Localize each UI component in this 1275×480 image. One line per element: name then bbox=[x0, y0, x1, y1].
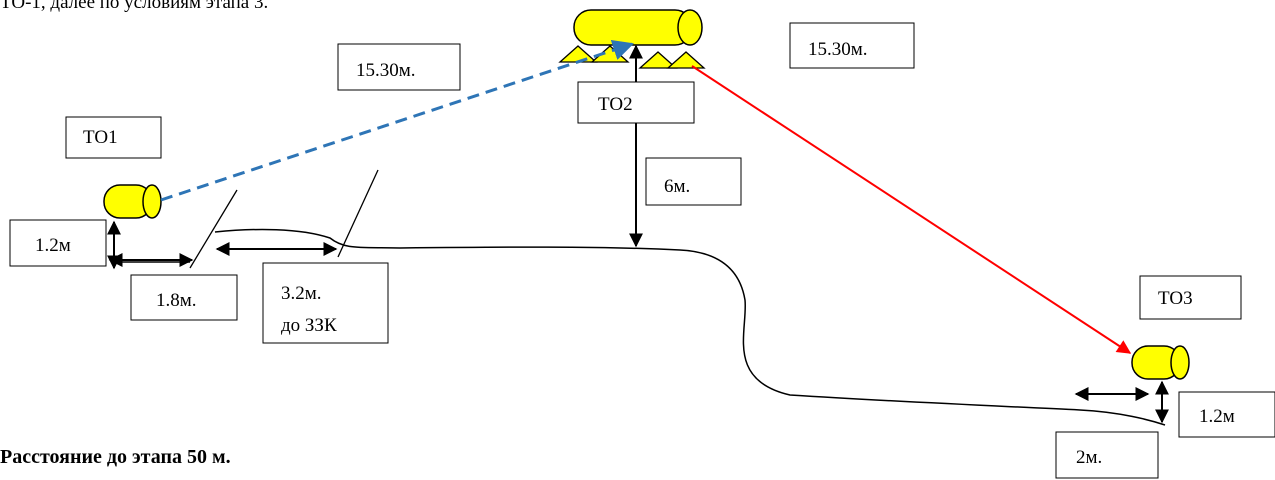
to2-label: ТО2 bbox=[598, 94, 633, 115]
h-to3-label: 1.2м bbox=[1199, 406, 1235, 427]
dashed-line-to1-to2 bbox=[160, 39, 634, 202]
dist-right-box: 15.30м. bbox=[789, 22, 915, 69]
zzk-label-line1: 3.2м. bbox=[281, 283, 322, 304]
h-to1-label: 1.2м bbox=[35, 235, 71, 256]
zone-line-1 bbox=[189, 189, 238, 269]
zzk-box: 3.2м. до ЗЗК bbox=[262, 262, 389, 344]
support-triangle bbox=[666, 51, 706, 69]
gap-to1-box: 1.8м. bbox=[130, 274, 238, 321]
gap-to3-label: 2м. bbox=[1076, 447, 1102, 468]
gap-to1-label: 1.8м. bbox=[156, 290, 197, 311]
dist-left-box: 15.30м. bbox=[337, 43, 461, 91]
to3-label: ТО3 bbox=[1158, 288, 1193, 309]
h-to2-box: 6м. bbox=[645, 157, 742, 206]
h-to2-label: 6м. bbox=[664, 176, 690, 197]
header-fragment: ТО-1, далее по условиям этапа 3. bbox=[0, 0, 268, 13]
gap-to3-box: 2м. bbox=[1055, 431, 1159, 479]
support-triangle bbox=[638, 51, 678, 69]
zzk-label-line2: до ЗЗК bbox=[281, 315, 337, 336]
footer-text: Расстояние до этапа 50 м. bbox=[0, 446, 231, 468]
dist-right-label: 15.30м. bbox=[808, 39, 868, 60]
h-to1-box: 1.2м bbox=[9, 219, 107, 267]
to2-label-box: ТО2 bbox=[577, 81, 695, 124]
to1-label: ТО1 bbox=[83, 127, 118, 148]
to3-log bbox=[1131, 345, 1190, 380]
to1-log bbox=[103, 184, 162, 219]
h-to3-box: 1.2м bbox=[1178, 391, 1275, 438]
zone-line-2 bbox=[337, 169, 379, 258]
to3-label-box: ТО3 bbox=[1139, 275, 1242, 320]
red-line-to2-to3 bbox=[691, 65, 1132, 354]
support-triangle bbox=[558, 45, 598, 63]
to1-label-box: ТО1 bbox=[65, 116, 162, 159]
dist-left-label: 15.30м. bbox=[356, 60, 416, 81]
